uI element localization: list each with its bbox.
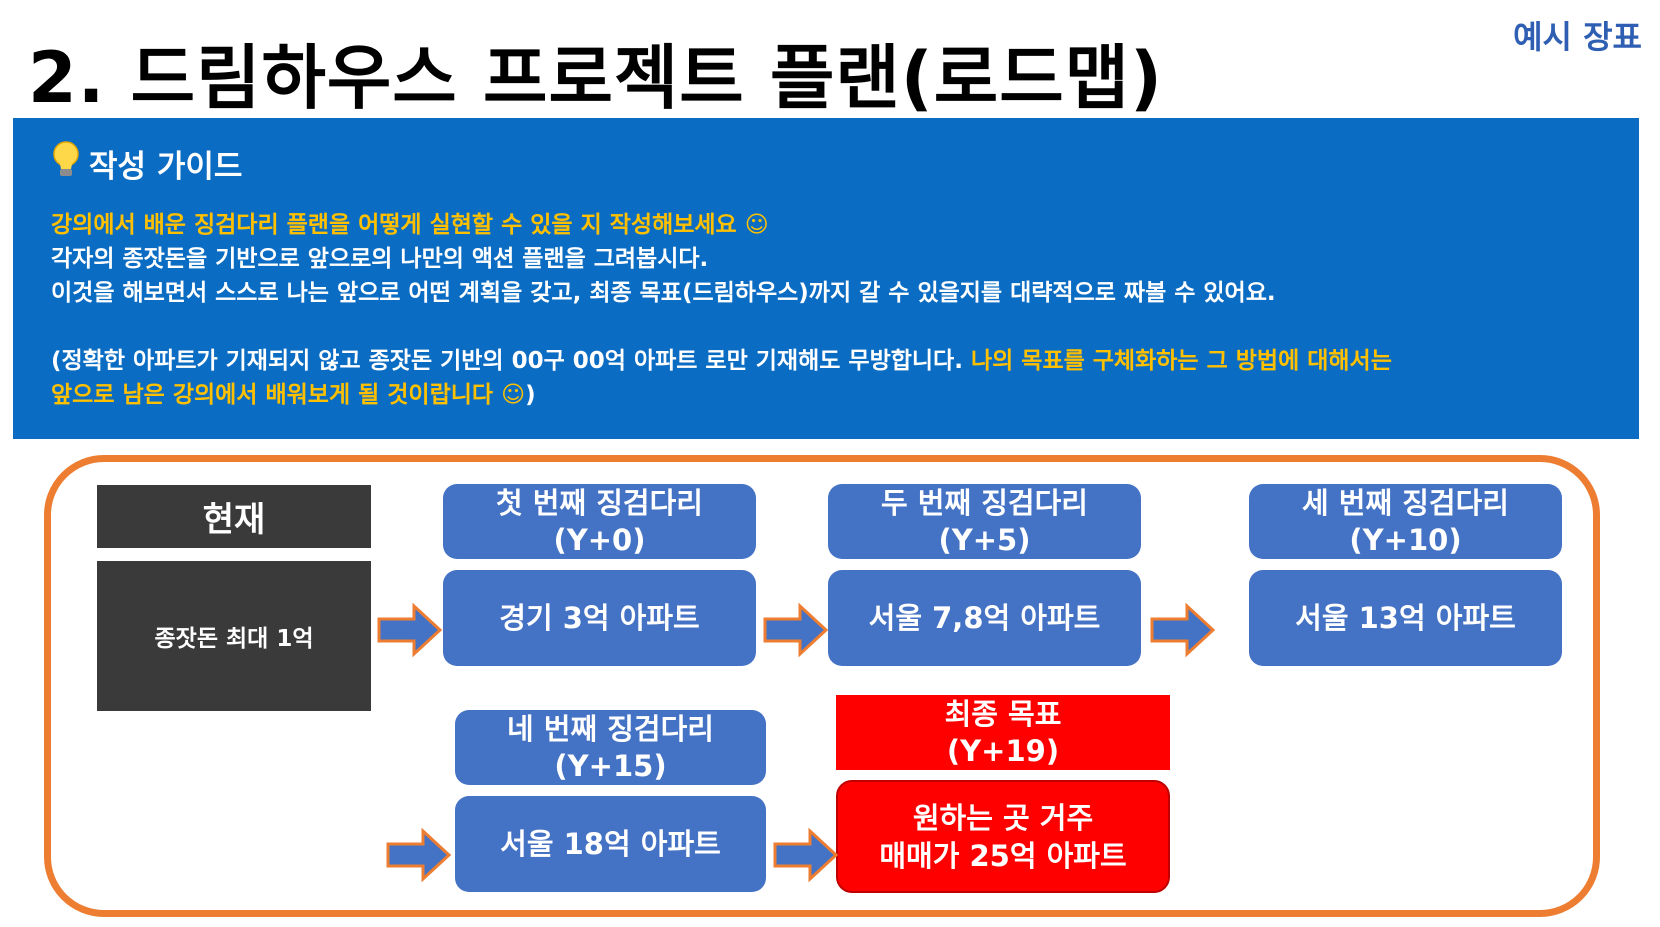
guide-line-4-yellow: 나의 목표를 구체화하는 그 방법에 대해서는 (962, 348, 1392, 374)
step-2-header: 두 번째 징검다리 (Y+5) (828, 484, 1141, 559)
step-4-value: 서울 18억 아파트 (455, 796, 766, 892)
step-4-header-year: (Y+15) (554, 748, 667, 783)
step-3-value: 서울 13억 아파트 (1249, 570, 1562, 666)
guide-line-1: 강의에서 배운 징검다리 플랜을 어떻게 실현할 수 있을 지 작성해보세요 ☺ (51, 212, 769, 238)
guide-line-5-white: ) (525, 382, 536, 408)
guide-line-3: 이것을 해보면서 스스로 나는 앞으로 어떤 계획을 갖고, 최종 목표(드림하… (51, 280, 1276, 306)
guide-line-5-yellow: 앞으로 남은 강의에서 배워보게 될 것이랍니다 ☺ (51, 382, 526, 408)
writing-guide-panel: 작성 가이드 강의에서 배운 징검다리 플랜을 어떻게 실현할 수 있을 지 작… (13, 118, 1639, 439)
guide-line-5: 앞으로 남은 강의에서 배워보게 될 것이랍니다 ☺) (51, 378, 1611, 412)
right-arrow-icon (377, 602, 443, 658)
page-title: 2. 드림하우스 프로젝트 플랜(로드맵) (28, 37, 1163, 119)
step-4-header-title: 네 번째 징검다리 (507, 711, 714, 746)
guide-line-4: (정확한 아파트가 기재되지 않고 종잣돈 기반의 00구 00억 아파트 로만… (51, 344, 1611, 378)
right-arrow-icon (773, 827, 839, 883)
step-2-value: 서울 7,8억 아파트 (828, 570, 1141, 666)
step-1-header-title: 첫 번째 징검다리 (496, 485, 703, 520)
right-arrow-icon (763, 602, 829, 658)
right-arrow-icon (386, 827, 452, 883)
roadmap-frame (44, 455, 1600, 917)
final-goal-value: 원하는 곳 거주 매매가 25억 아파트 (836, 780, 1170, 893)
guide-heading: 작성 가이드 (51, 140, 242, 186)
step-3-header-year: (Y+10) (1349, 522, 1462, 557)
guide-line-2: 각자의 종잣돈을 기반으로 앞으로의 나만의 액션 플랜을 그려봅시다. (51, 246, 709, 272)
step-1-header: 첫 번째 징검다리 (Y+0) (443, 484, 756, 559)
example-slide-label: 예시 장표 (1513, 18, 1642, 56)
current-value: 종잣돈 최대 1억 (97, 561, 371, 711)
step-3-header-title: 세 번째 징검다리 (1302, 485, 1509, 520)
lightbulb-icon (51, 140, 81, 186)
guide-line-4-white: (정확한 아파트가 기재되지 않고 종잣돈 기반의 00구 00억 아파트 로만… (51, 348, 963, 374)
right-arrow-icon (1150, 602, 1216, 658)
step-3-header: 세 번째 징검다리 (Y+10) (1249, 484, 1562, 559)
final-goal-header: 최종 목표 (Y+19) (836, 695, 1170, 770)
guide-body: 강의에서 배운 징검다리 플랜을 어떻게 실현할 수 있을 지 작성해보세요 ☺… (51, 208, 1611, 412)
guide-heading-text: 작성 가이드 (89, 148, 243, 185)
final-goal-header-year: (Y+19) (946, 733, 1060, 768)
final-goal-header-title: 최종 목표 (944, 696, 1062, 731)
step-1-header-year: (Y+0) (553, 522, 646, 557)
step-2-header-title: 두 번째 징검다리 (881, 485, 1088, 520)
step-4-header: 네 번째 징검다리 (Y+15) (455, 710, 766, 785)
step-1-value: 경기 3억 아파트 (443, 570, 756, 666)
step-2-header-year: (Y+5) (938, 522, 1031, 557)
final-goal-value-line-1: 원하는 곳 거주 (912, 800, 1094, 835)
current-header: 현재 (97, 485, 371, 548)
final-goal-value-line-2: 매매가 25억 아파트 (879, 838, 1127, 873)
